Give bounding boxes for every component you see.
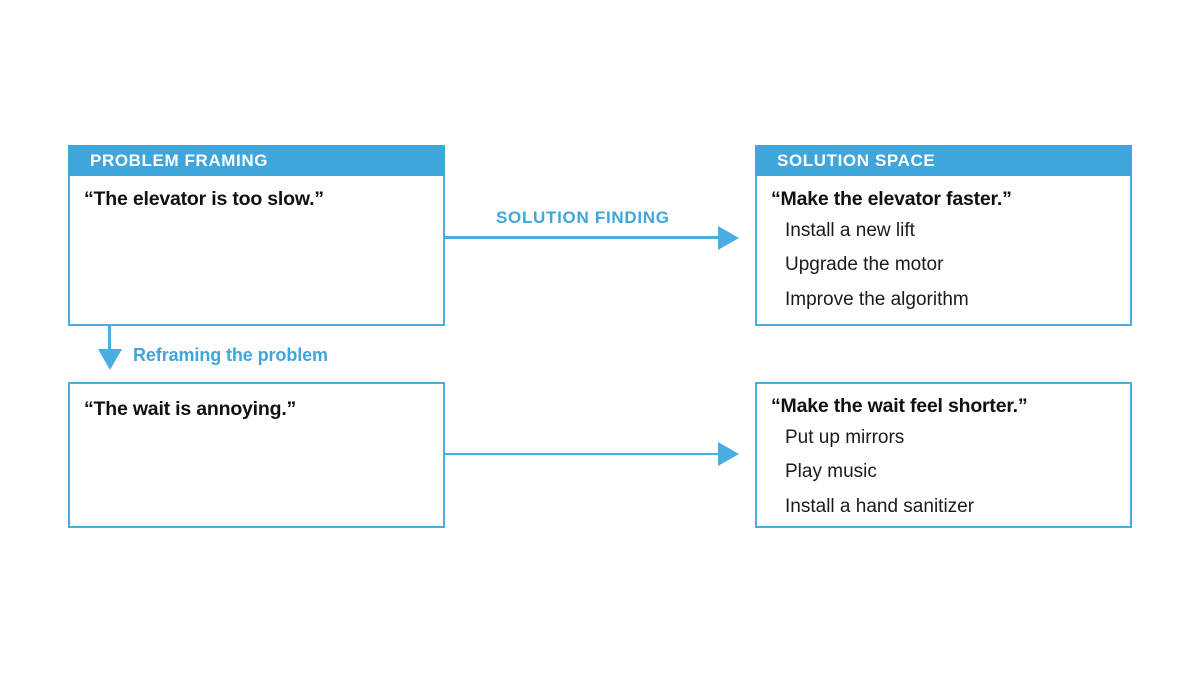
reframed-solution-list: Put up mirrors Play music Install a hand… — [771, 421, 1116, 524]
list-item: Improve the algorithm — [785, 288, 969, 310]
list-item: Put up mirrors — [785, 427, 905, 449]
reframing-label: Reframing the problem — [133, 345, 328, 365]
reframed-solution-box: “Make the wait feel shorter.” Put up mir… — [755, 382, 1132, 528]
reframed-solution-arrow-line — [445, 453, 720, 455]
reframed-solution-body: “Make the wait feel shorter.” Put up mir… — [757, 384, 1130, 534]
solution-space-header: SOLUTION SPACE — [755, 145, 1132, 176]
solution-space-quote: “Make the elevator faster.” — [771, 188, 1012, 210]
list-item: Upgrade the motor — [785, 254, 944, 276]
solution-space-list: Install a new lift Upgrade the motor Imp… — [771, 214, 1116, 317]
list-item: Install a hand sanitizer — [785, 495, 975, 517]
reframing-arrow-line — [108, 326, 111, 352]
problem-framing-quote: “The elevator is too slow.” — [84, 188, 324, 210]
solution-space-box: SOLUTION SPACE “Make the elevator faster… — [755, 145, 1132, 326]
solution-space-header-label: SOLUTION SPACE — [777, 151, 936, 170]
reframed-solution-arrow-head — [718, 442, 739, 466]
solution-space-body: “Make the elevator faster.” Install a ne… — [757, 176, 1130, 327]
reframed-problem-box: “The wait is annoying.” — [68, 382, 445, 528]
solution-finding-arrow-line — [445, 236, 720, 239]
problem-framing-header-label: PROBLEM FRAMING — [90, 151, 269, 170]
problem-framing-box: PROBLEM FRAMING “The elevator is too slo… — [68, 145, 445, 326]
reframed-solution-quote: “Make the wait feel shorter.” — [771, 395, 1028, 417]
solution-finding-label: SOLUTION FINDING — [496, 208, 670, 227]
problem-framing-body: “The elevator is too slow.” — [70, 176, 443, 224]
list-item: Play music — [785, 461, 877, 483]
problem-framing-header: PROBLEM FRAMING — [68, 145, 445, 176]
solution-finding-arrow-head — [718, 225, 739, 250]
reframing-arrow-head — [97, 349, 122, 370]
reframed-problem-body: “The wait is annoying.” — [70, 384, 443, 434]
list-item: Install a new lift — [785, 220, 915, 242]
reframed-problem-quote: “The wait is annoying.” — [84, 398, 297, 420]
